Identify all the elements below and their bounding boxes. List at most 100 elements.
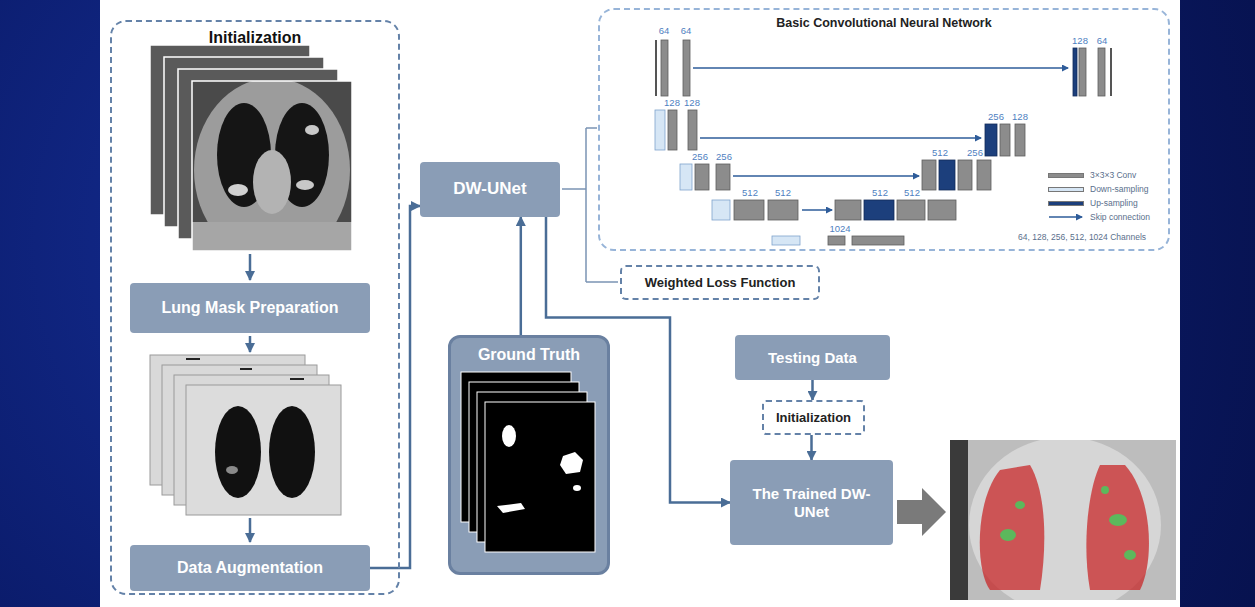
ground-truth-stack <box>502 425 516 447</box>
unet-blocks <box>734 200 764 220</box>
box-label: Lung Mask Preparation <box>162 298 339 317</box>
process-box: Testing Data <box>735 335 890 380</box>
channel-count: 64 <box>659 26 670 36</box>
unet-blocks <box>958 160 972 190</box>
step-box: Initialization <box>762 400 865 435</box>
ct-scan-stack <box>150 45 352 262</box>
legend-text: 3×3×3 Conv <box>1090 170 1136 180</box>
channel-count: 64 <box>1097 36 1108 46</box>
unet-blocks <box>712 200 730 220</box>
channel-count: 128 <box>1012 112 1028 122</box>
flow-arrow <box>249 336 252 352</box>
panel-title: Basic Convolutional Neural Network <box>776 16 991 31</box>
result-image <box>1000 529 1016 541</box>
channel-count: 256 <box>988 112 1004 122</box>
legend-text: Down-sampling <box>1090 184 1149 194</box>
legend-entry: Down-sampling <box>1048 183 1149 195</box>
ground-truth-stack <box>560 452 583 474</box>
legend-entry: 3×3×3 Conv <box>1048 169 1136 181</box>
data-panel: Ground Truth <box>448 335 610 575</box>
flow-arrow <box>249 518 252 542</box>
channel-count: 256 <box>692 152 708 162</box>
ct-scan-stack <box>192 222 352 251</box>
unet-blocks <box>1073 48 1077 96</box>
unet-blocks <box>688 110 697 150</box>
legend-text: Up-sampling <box>1090 198 1138 208</box>
flow-arrow <box>370 206 420 568</box>
legend-text: Skip connection <box>1090 212 1150 222</box>
box-label: Data Augmentation <box>177 558 323 577</box>
legend-swatch <box>1048 201 1084 206</box>
legend-entry: Skip connection <box>1048 211 1150 223</box>
ct-scan-stack <box>192 81 352 251</box>
unet-blocks <box>733 175 919 177</box>
ct-scan-stack <box>228 184 248 196</box>
result-image <box>950 440 968 600</box>
panel-title: Ground Truth <box>478 345 580 364</box>
flow-arrow <box>520 217 523 335</box>
model-box: DW-UNet <box>420 162 560 217</box>
result-image <box>1086 465 1149 590</box>
flow-arrow <box>249 254 252 280</box>
result-arrow <box>897 488 946 536</box>
unet-blocks <box>1110 48 1112 96</box>
flow-arrow <box>811 380 814 400</box>
unet-blocks <box>772 236 800 245</box>
legend-line-sample <box>1048 213 1084 221</box>
channel-count: 512 <box>742 188 758 198</box>
ct-scan-stack <box>253 150 291 214</box>
legend-swatch <box>1048 173 1084 178</box>
lung-mask-stack <box>290 378 304 380</box>
unet-blocks <box>897 200 925 220</box>
bracket <box>586 281 618 283</box>
result-image <box>1109 514 1127 526</box>
ct-scan-stack <box>305 125 319 135</box>
unet-blocks <box>864 200 894 220</box>
result-arrow <box>897 488 946 536</box>
unet-blocks <box>695 164 709 190</box>
unet-blocks <box>683 40 690 96</box>
ground-truth-stack <box>485 402 595 552</box>
channel-count: 1024 <box>829 224 850 234</box>
lung-mask-stack <box>150 355 341 515</box>
ground-truth-stack <box>573 485 581 491</box>
channel-count: 512 <box>872 188 888 198</box>
unet-blocks <box>668 110 677 150</box>
loss-box: Weighted Loss Function <box>620 265 820 300</box>
legend-line-sample <box>1049 216 1082 218</box>
model-box: The Trained DW-UNet <box>730 460 893 545</box>
box-label: The Trained DW-UNet <box>738 485 885 521</box>
unet-blocks <box>1098 48 1105 96</box>
result-image <box>1124 550 1136 560</box>
unet-blocks <box>768 200 798 220</box>
lung-mask-stack <box>226 466 238 474</box>
channel-count: 128 <box>664 98 680 108</box>
channel-count: 256 <box>967 148 983 158</box>
unet-blocks <box>700 137 981 139</box>
unet-blocks <box>828 236 845 245</box>
lung-mask-stack <box>186 358 200 360</box>
channel-count: 64 <box>681 26 692 36</box>
box-label: Testing Data <box>768 349 857 367</box>
result-image <box>950 440 1176 600</box>
process-box: Lung Mask Preparation <box>130 283 370 333</box>
lung-mask-stack <box>186 385 341 515</box>
channel-count: 128 <box>684 98 700 108</box>
process-box: Data Augmentation <box>130 545 370 591</box>
lung-mask-stack <box>215 406 261 498</box>
box-label: DW-UNet <box>453 179 526 199</box>
result-image <box>1015 501 1025 509</box>
legend-entry: Up-sampling <box>1048 197 1138 209</box>
lung-mask-stack <box>269 406 315 498</box>
result-image <box>969 440 1161 600</box>
unet-blocks <box>1000 124 1010 156</box>
ground-truth-stack <box>451 338 607 572</box>
result-image <box>980 465 1045 590</box>
channel-note: 64, 128, 256, 512, 1024 Channels <box>1018 233 1146 242</box>
bracket <box>585 128 587 282</box>
result-image <box>1101 486 1109 494</box>
bracket <box>562 188 586 190</box>
ground-truth-stack <box>497 503 525 513</box>
